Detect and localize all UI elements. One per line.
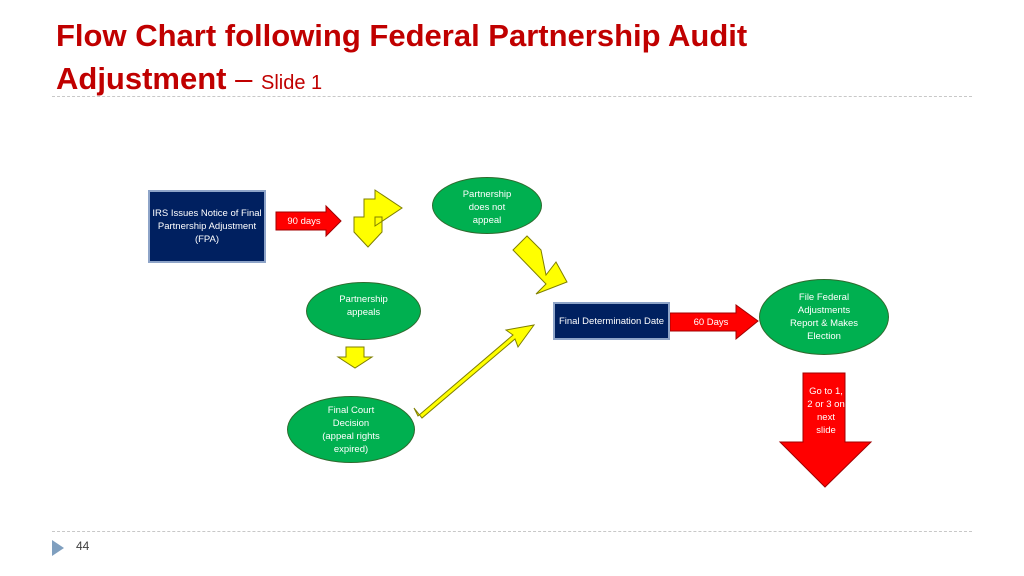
no-appeal-oval: Partnership does not appeal — [432, 177, 542, 234]
down-arrow — [336, 346, 374, 369]
slide-subtitle: Slide 1 — [261, 72, 323, 94]
court-decision-text: Final Court Decision (appeal rights expi… — [322, 404, 380, 455]
irs-notice-box: IRS Issues Notice of Final Partnership A… — [148, 190, 266, 263]
irs-notice-text: IRS Issues Notice of Final Partnership A… — [152, 208, 262, 245]
title-line-1: Flow Chart following Federal Partnership… — [56, 18, 748, 53]
page-number: 44 — [76, 539, 90, 553]
diagonal-down-arrow — [512, 235, 568, 295]
final-determination-text: Final Determination Date — [558, 315, 665, 327]
file-adjustments-oval: File Federal Adjustments Report & Makes … — [759, 279, 889, 355]
appeals-text: Partnership appeals — [339, 294, 388, 318]
footer-divider — [52, 531, 972, 532]
title-dash: – — [235, 61, 253, 96]
bent-up-arrow — [353, 189, 403, 248]
final-determination-box: Final Determination Date — [553, 302, 670, 340]
sixty-days-arrow — [669, 304, 759, 341]
diagonal-up-arrow — [413, 324, 536, 419]
triangle-right-icon — [52, 540, 64, 556]
ninety-days-arrow — [275, 204, 342, 238]
go-to-arrow — [778, 372, 873, 488]
page-title: Flow Chart following Federal Partnership… — [56, 14, 956, 105]
no-appeal-text: Partnership does not appeal — [462, 189, 512, 226]
ninety-days-label: 90 days — [287, 216, 321, 227]
title-line-2: Adjustment — [56, 61, 227, 96]
appeals-oval: Partnership appeals — [306, 282, 421, 340]
court-decision-oval: Final Court Decision (appeal rights expi… — [287, 396, 415, 463]
sixty-days-label: 60 Days — [693, 317, 729, 328]
title-divider — [52, 96, 972, 97]
go-to-label: Go to 1, 2 or 3 on next slide — [807, 386, 845, 436]
file-adjustments-text: File Federal Adjustments Report & Makes … — [789, 292, 859, 342]
